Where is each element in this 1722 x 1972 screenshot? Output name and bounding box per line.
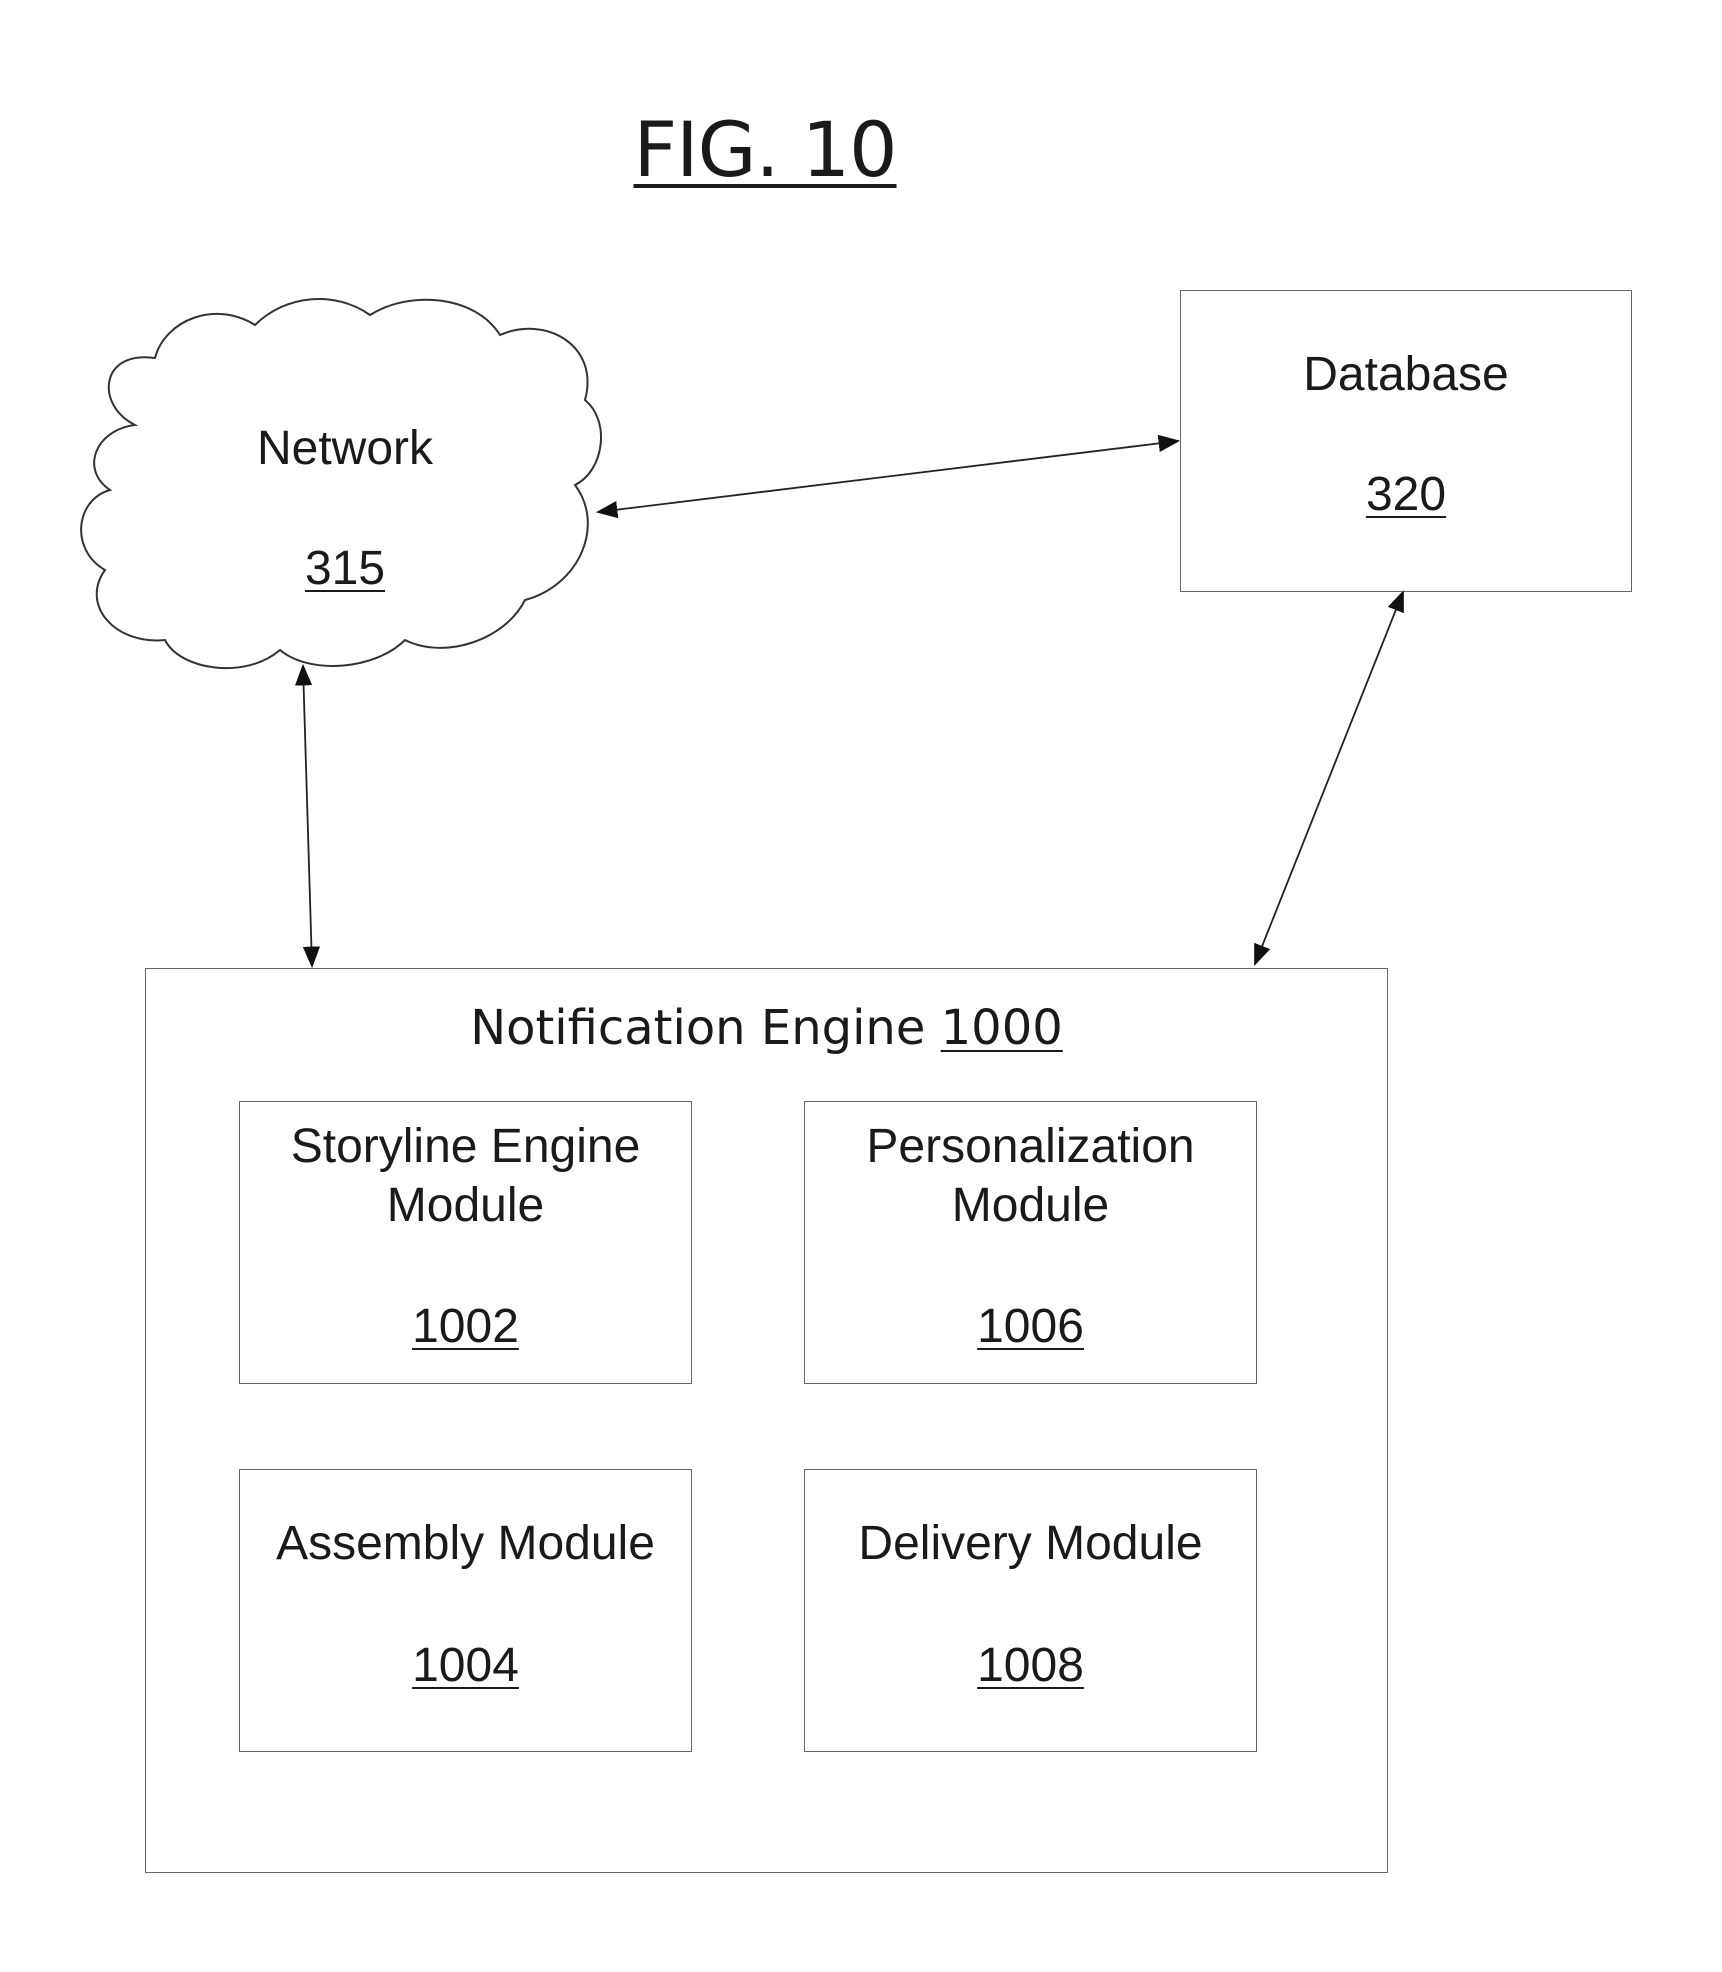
engine-label: Notification Engine [470,1000,925,1056]
notification-engine-box: Notification Engine 1000 Storyline Engin… [145,968,1388,1873]
network-label: Network [200,420,490,478]
network-node: Network 315 [200,420,490,610]
delivery-module-box: Delivery Module 1008 [804,1469,1257,1752]
module-label-line1: Assembly Module [240,1515,691,1573]
storyline-engine-module-box: Storyline Engine Module 1002 [239,1101,692,1384]
module-ref: 1006 [977,1300,1084,1353]
module-ref: 1002 [412,1300,519,1353]
assembly-module-box: Assembly Module 1004 [239,1469,692,1752]
module-label-line2: Module [805,1177,1256,1235]
network-ref: 315 [305,542,385,595]
database-label: Database [1181,346,1631,404]
database-engine-connector [1255,592,1403,964]
module-label-line1: Personalization [805,1118,1256,1176]
module-label-line2: Module [240,1177,691,1235]
module-ref: 1004 [412,1639,519,1692]
database-ref: 320 [1366,468,1446,521]
engine-title: Notification Engine 1000 [146,999,1387,1057]
network-database-connector [598,441,1178,512]
network-engine-connector [303,666,312,966]
module-label-line1: Storyline Engine [240,1118,691,1176]
module-ref: 1008 [977,1639,1084,1692]
database-box: Database 320 [1180,290,1632,592]
module-label-line1: Delivery Module [805,1515,1256,1573]
personalization-module-box: Personalization Module 1006 [804,1101,1257,1384]
engine-ref: 1000 [941,1000,1063,1056]
